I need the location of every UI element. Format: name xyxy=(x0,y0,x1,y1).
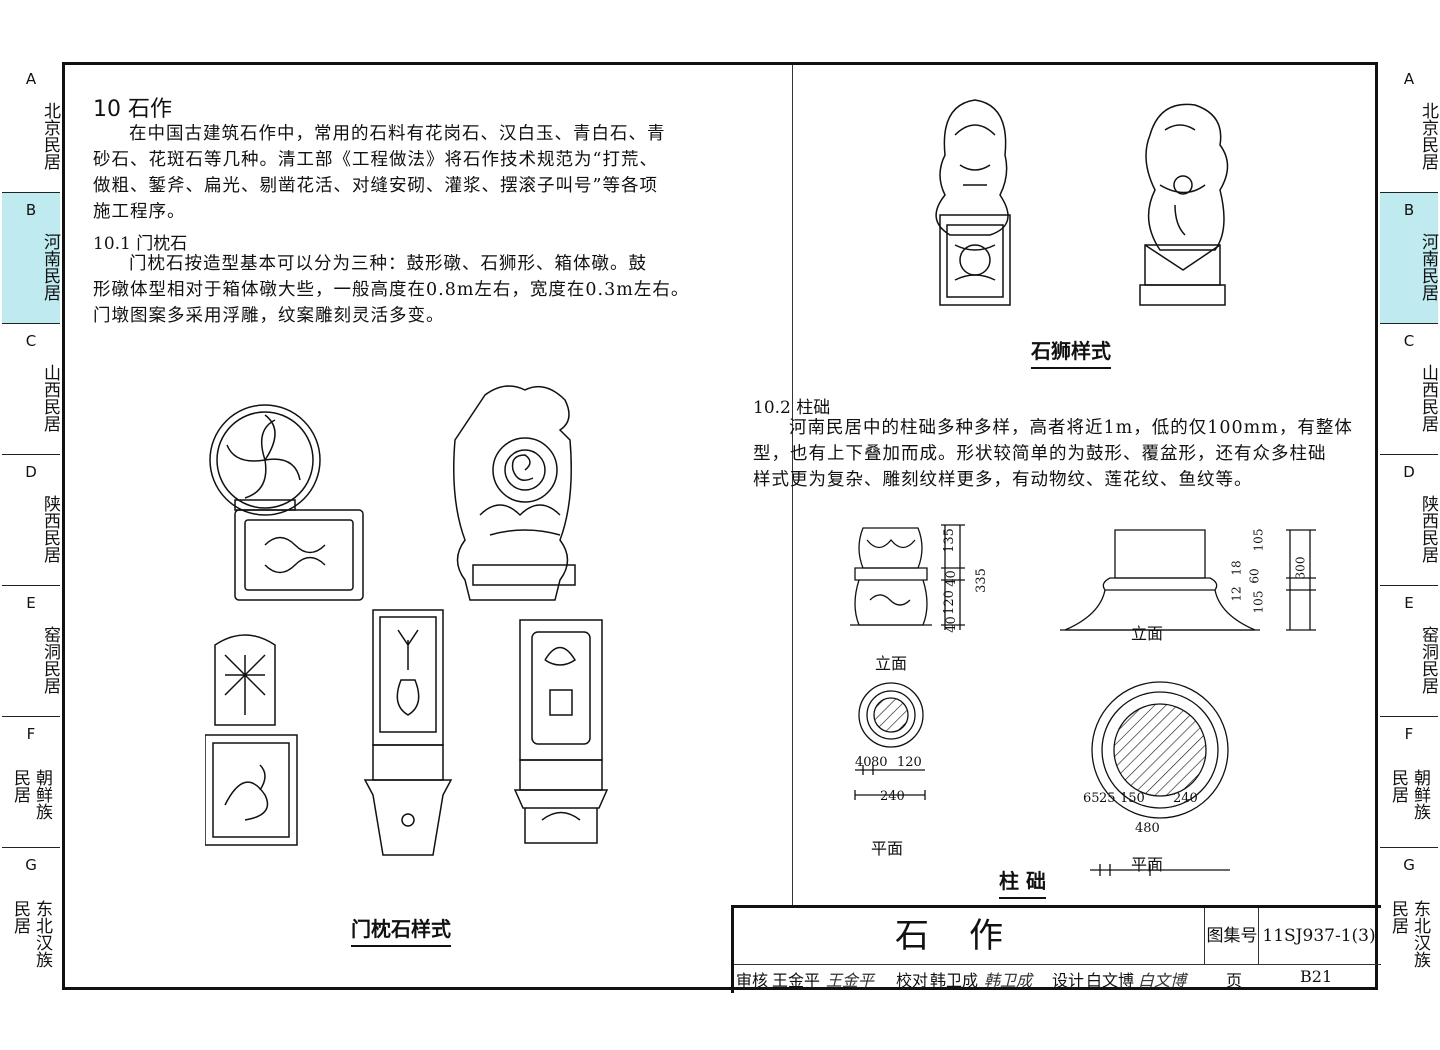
intro-text: 在中国古建筑石作中，常用的石料有花岗石、汉白玉、青白石、青 砂石、花斑石等几种。… xyxy=(93,124,666,222)
check-label: 校对 xyxy=(896,971,929,990)
door-pier-drawings xyxy=(205,385,609,856)
dim-a-40: 40 xyxy=(943,570,959,587)
stone-lion-side-drawing xyxy=(1139,103,1229,306)
dim-b-18: 18 xyxy=(1229,560,1244,576)
base-b-plan-drawing xyxy=(1090,681,1230,876)
dim-b-105: 105 xyxy=(1251,528,1266,552)
dim-b-12: 12 xyxy=(1229,586,1244,602)
dim-b-300: 300 xyxy=(1293,556,1308,580)
base-a-elevation-label: 立面 xyxy=(875,654,908,673)
drawing-sheet: 10 石作 在中国古建筑石作中，常用的石料有花岗石、汉白玉、青白石、青 砂石、花… xyxy=(62,62,1381,993)
dim-b-plan-240: 240 xyxy=(1173,791,1198,806)
atlas-number: 11SJ937-1(3) xyxy=(1258,908,1379,964)
dim-a-135: 135 xyxy=(941,528,957,553)
caption-door-pier: 门枕石样式 xyxy=(351,913,451,947)
dim-b-plan-150: 150 xyxy=(1120,791,1145,806)
men-zhen-shi-text: 门枕石按造型基本可以分为三种：鼓形礅、石狮形、箱体礅。鼓 形礅体型相对于箱体礅大… xyxy=(93,254,690,326)
checker-signature: 韩卫成 xyxy=(984,971,1033,990)
reviewer-signature: 王金平 xyxy=(826,971,875,990)
dim-b-105b: 105 xyxy=(1251,590,1266,614)
dim-b-plan-65: 65 xyxy=(1083,791,1100,806)
dim-b-plan-480: 480 xyxy=(1135,821,1160,836)
title-block: 石作 图集号 11SJ937-1(3) 审核 王金平 王金平 校对 韩卫成 韩卫… xyxy=(731,905,1381,993)
designer-name: 白文博 xyxy=(1086,971,1135,990)
column-divider xyxy=(792,65,793,905)
dim-a-plan-120: 120 xyxy=(897,755,922,770)
box-pier-drawing-2 xyxy=(363,609,453,856)
dim-b-60: 60 xyxy=(1247,568,1262,584)
signature-row: 审核 王金平 王金平 校对 韩卫成 韩卫成 设计 白文博 白文博 页 B21 xyxy=(734,964,1381,991)
dim-a-335: 335 xyxy=(973,568,989,593)
dim-a-40b: 40 xyxy=(943,616,959,633)
column-base-drawings xyxy=(850,524,1316,876)
stone-lion-front-drawing xyxy=(935,99,1011,306)
section-title: 10 石作 xyxy=(93,97,172,122)
drum-pier-side-drawing xyxy=(453,385,576,601)
dim-a-120: 120 xyxy=(941,590,957,615)
design-label: 设计 xyxy=(1052,971,1085,990)
checker-name: 韩卫成 xyxy=(930,971,979,990)
box-pier-drawing-1 xyxy=(205,634,298,846)
column-base-text: 河南民居中的柱础多种多样，高者将近1m，低的仅100mm，有整体 型，也有上下叠… xyxy=(753,418,1353,490)
base-b-elevation-label: 立面 xyxy=(1131,624,1164,643)
caption-stone-lion: 石狮样式 xyxy=(1031,335,1111,369)
stone-lion-drawings xyxy=(935,99,1229,306)
designer-signature: 白文博 xyxy=(1138,971,1187,990)
base-a-elevation-drawing xyxy=(850,524,965,630)
base-a-plan-label: 平面 xyxy=(871,839,904,858)
subsection-title-column-base: 10.2 柱础 xyxy=(753,398,831,418)
drawing-title: 石作 xyxy=(895,916,1043,956)
dim-a-plan-240: 240 xyxy=(880,789,905,804)
dim-a-plan-40: 40 xyxy=(855,755,872,770)
drum-pier-drawing xyxy=(209,404,364,601)
review-label: 审核 xyxy=(736,971,769,990)
base-b-elevation-drawing xyxy=(1060,529,1316,631)
caption-column-base: 柱 础 xyxy=(999,865,1046,899)
page-number: B21 xyxy=(1300,967,1333,986)
atlas-label: 图集号 xyxy=(1204,908,1259,964)
reviewer-name: 王金平 xyxy=(772,971,821,990)
base-a-plan-drawing xyxy=(854,682,926,800)
base-b-plan-label: 平面 xyxy=(1131,855,1164,874)
box-pier-drawing-3 xyxy=(513,619,609,844)
dim-a-plan-80: 80 xyxy=(871,755,888,770)
dim-b-plan-25: 25 xyxy=(1099,791,1116,806)
subsection-title-men-zhen-shi: 10.1 门枕石 xyxy=(93,234,188,254)
page-label: 页 xyxy=(1226,971,1243,990)
